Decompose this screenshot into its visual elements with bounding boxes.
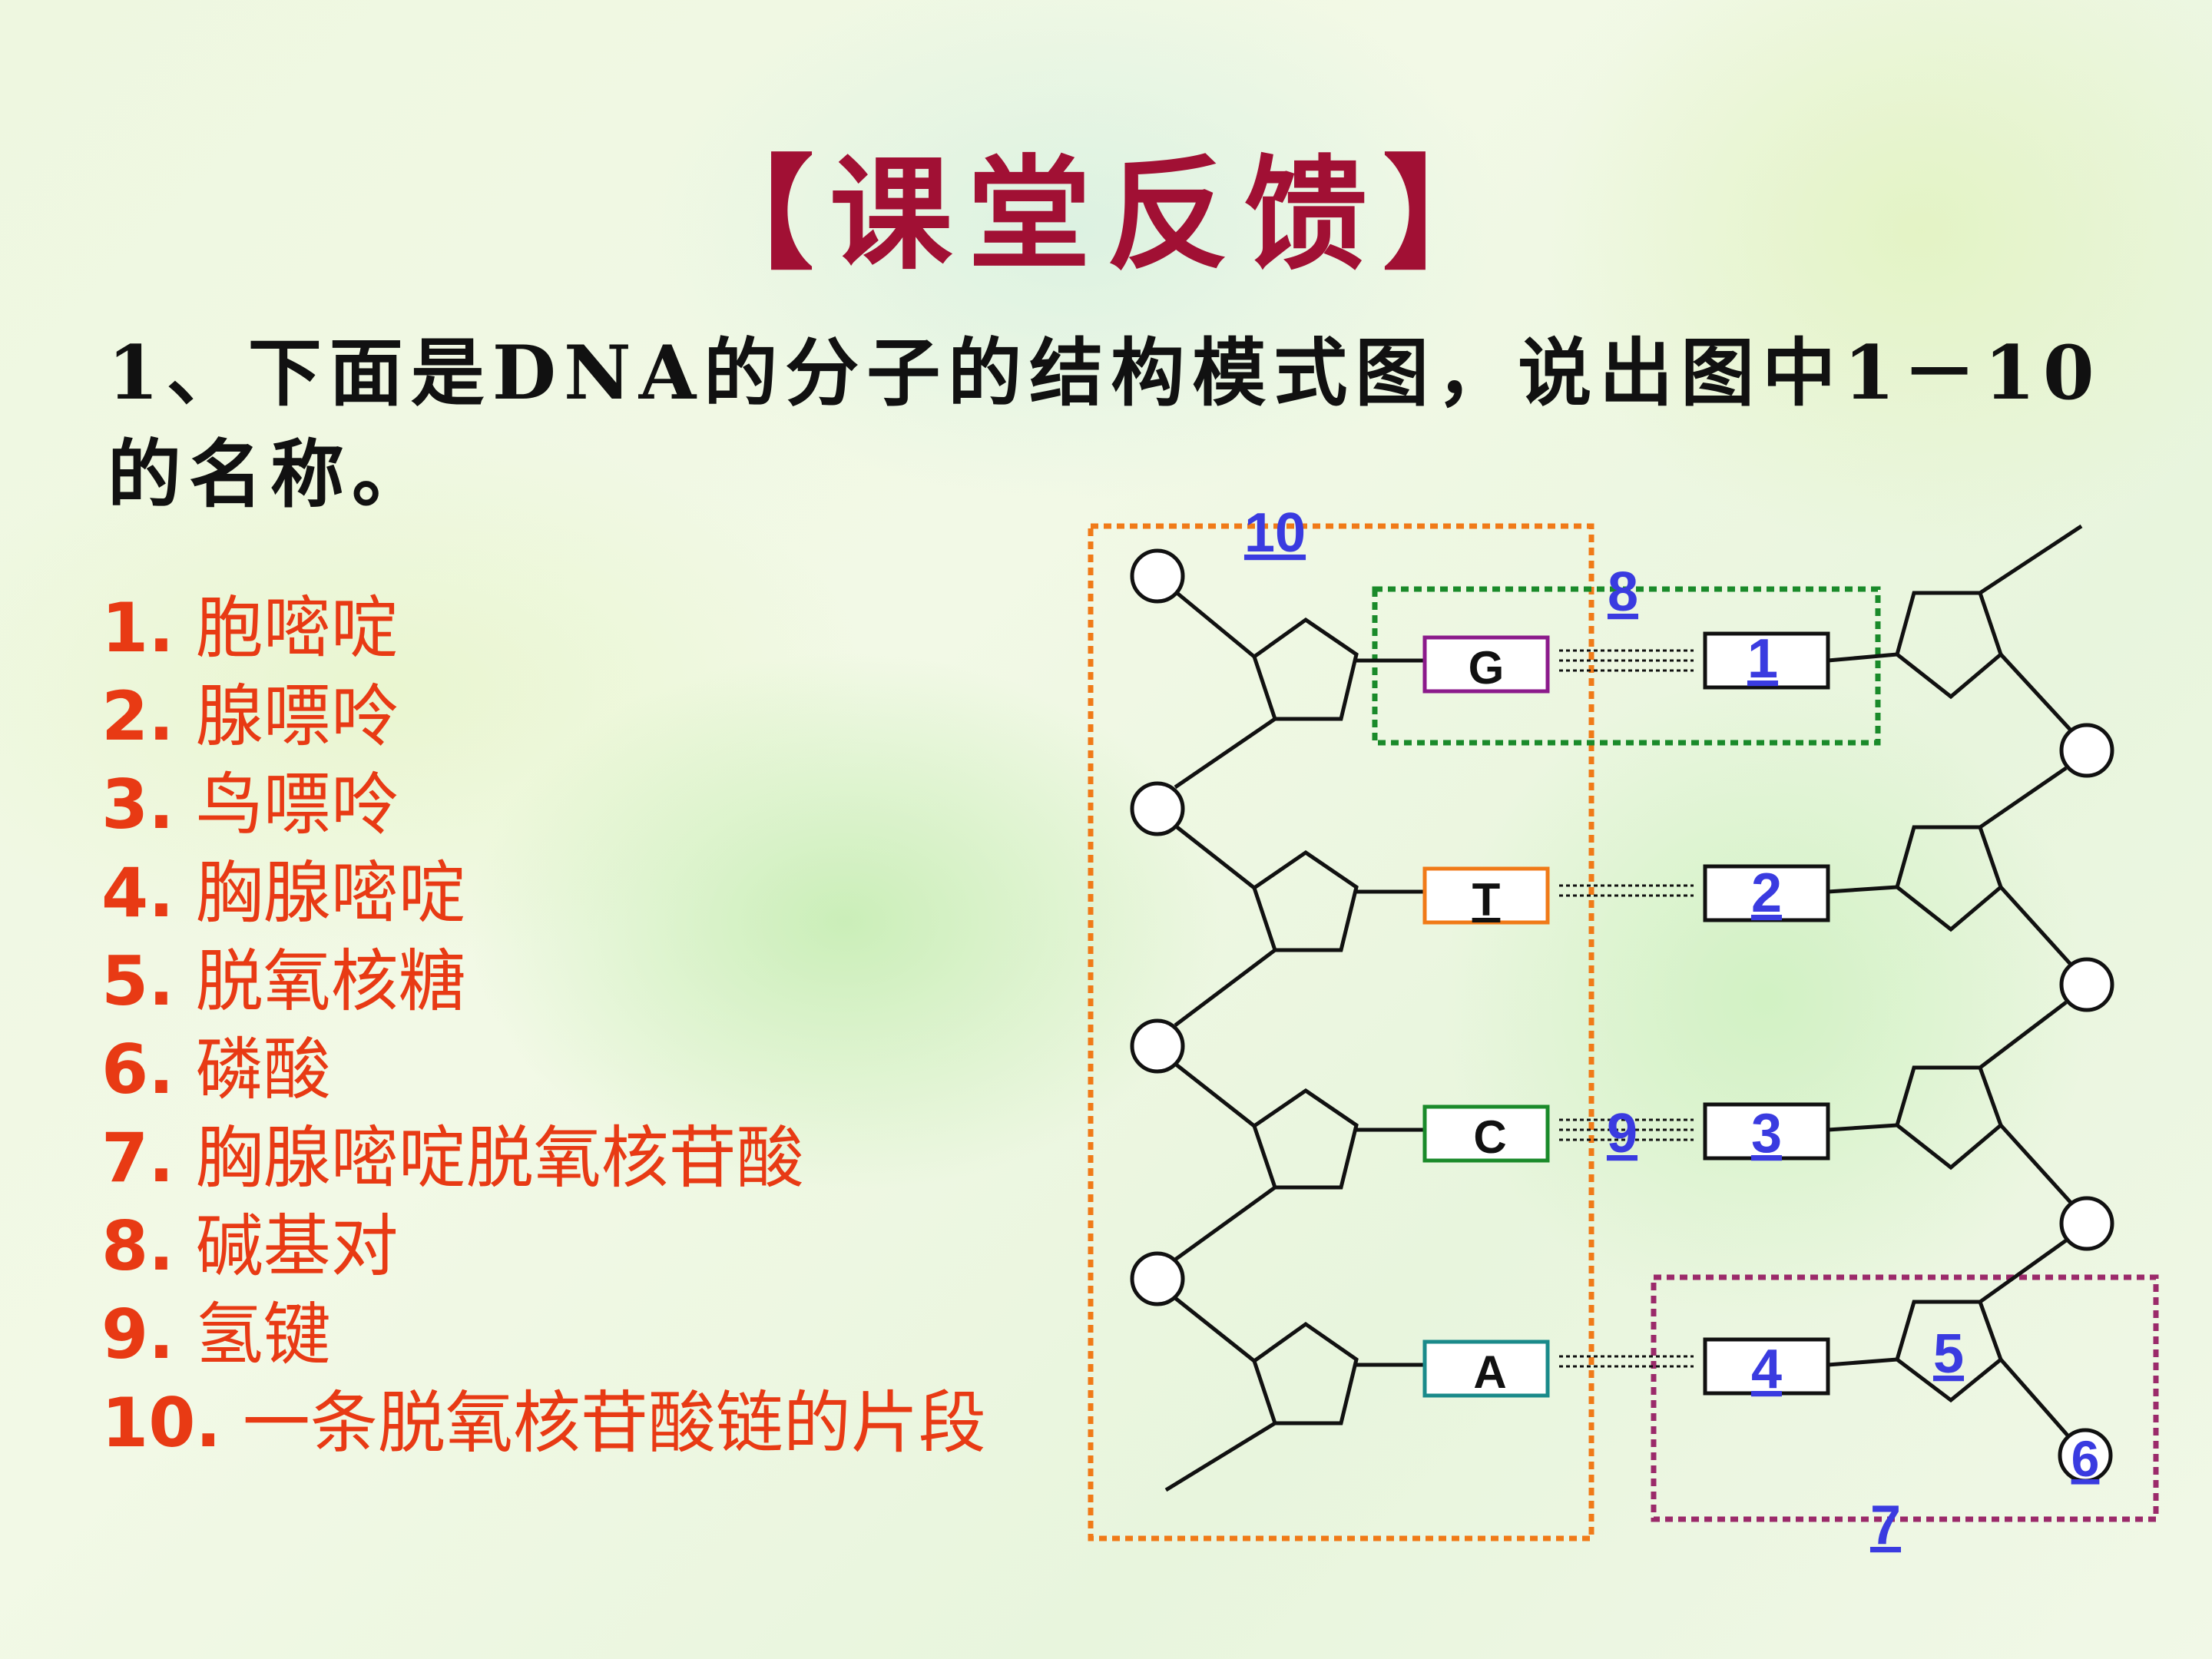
answer-item: 4. 胸腺嘧啶 bbox=[101, 849, 986, 937]
hydrogen-bonds bbox=[1559, 649, 1694, 1368]
answer-item: 6. 磷酸 bbox=[101, 1025, 986, 1114]
label-5: 5 bbox=[1933, 1323, 1964, 1385]
answer-item: 2. 腺嘌呤 bbox=[101, 672, 986, 760]
base-letter-g: G bbox=[1469, 642, 1505, 694]
base-letter-a: A bbox=[1473, 1346, 1506, 1398]
answer-number: 6. bbox=[101, 1030, 174, 1109]
answer-number: 7. bbox=[101, 1118, 174, 1197]
label-10: 10 bbox=[1244, 502, 1306, 564]
label-1: 1 bbox=[1747, 628, 1778, 690]
answer-number: 2. bbox=[101, 677, 174, 756]
base-pair-frame bbox=[1372, 586, 1881, 746]
answer-number: 4. bbox=[101, 853, 174, 932]
left-phosphates bbox=[1130, 548, 1185, 1306]
answer-number: 9. bbox=[101, 1295, 174, 1374]
answer-text: 胸腺嘧啶 bbox=[195, 853, 466, 932]
answer-text: 脱氧核糖 bbox=[195, 942, 466, 1021]
answer-text: 腺嘌呤 bbox=[195, 677, 399, 756]
answer-text: 磷酸 bbox=[195, 1030, 331, 1109]
nucleotide-frame bbox=[1651, 1274, 2159, 1522]
label-3: 3 bbox=[1751, 1103, 1782, 1164]
answer-number: 10. bbox=[101, 1383, 221, 1462]
answer-number: 3. bbox=[101, 765, 174, 844]
answer-number: 8. bbox=[101, 1207, 174, 1286]
answer-text: 氢键 bbox=[195, 1295, 331, 1374]
base-letter-t: T bbox=[1472, 874, 1501, 926]
label-9: 9 bbox=[1607, 1103, 1637, 1164]
page-title: 【课堂反馈】 bbox=[690, 142, 1521, 286]
answer-text: 胞嘧啶 bbox=[195, 588, 399, 667]
answer-item: 5. 脱氧核糖 bbox=[101, 937, 986, 1025]
base-letter-c: C bbox=[1473, 1111, 1506, 1163]
label-2: 2 bbox=[1751, 863, 1782, 924]
right-base-boxes bbox=[1703, 631, 1830, 1396]
answer-item: 10. 一条脱氧核苷酸链的片段 bbox=[101, 1379, 986, 1467]
answer-item: 9. 氢键 bbox=[101, 1290, 986, 1379]
left-sugars bbox=[1252, 617, 1359, 1426]
strand-frame bbox=[1088, 523, 1594, 1541]
answer-item: 8. 碱基对 bbox=[101, 1202, 986, 1290]
answer-text: 鸟嘌呤 bbox=[195, 765, 399, 844]
label-8: 8 bbox=[1608, 561, 1638, 623]
answer-text: 碱基对 bbox=[195, 1207, 399, 1286]
label-6: 6 bbox=[2071, 1430, 2100, 1487]
right-backbone bbox=[1827, 524, 2083, 1438]
label-4: 4 bbox=[1751, 1339, 1782, 1400]
right-phosphates bbox=[2058, 723, 2114, 1483]
base-box-a bbox=[1422, 1339, 1550, 1398]
base-box-g bbox=[1422, 635, 1550, 694]
question-text: 1、下面是DNA的分子的结构模式图，说出图中1－10的名称。 bbox=[108, 329, 2102, 518]
answer-text: 一条脱氧核苷酸链的片段 bbox=[242, 1383, 986, 1462]
answer-number: 1. bbox=[101, 588, 174, 667]
base-box-c bbox=[1422, 1104, 1550, 1163]
answer-number: 5. bbox=[101, 942, 174, 1021]
right-sugars bbox=[1895, 591, 2003, 1403]
base-box-t bbox=[1422, 866, 1550, 925]
answer-item: 3. 鸟嘌呤 bbox=[101, 760, 986, 849]
label-7: 7 bbox=[1870, 1495, 1901, 1556]
left-backbone bbox=[1164, 590, 1425, 1492]
answer-item: 7. 胸腺嘧啶脱氧核苷酸 bbox=[101, 1114, 986, 1202]
answer-item: 1. 胞嘧啶 bbox=[101, 584, 986, 672]
answer-text: 胸腺嘧啶脱氧核苷酸 bbox=[195, 1118, 804, 1197]
answer-list: 1. 胞嘧啶 2. 腺嘌呤 3. 鸟嘌呤 4. 胸腺嘧啶 5. 脱氧核糖 6. … bbox=[101, 584, 986, 1467]
